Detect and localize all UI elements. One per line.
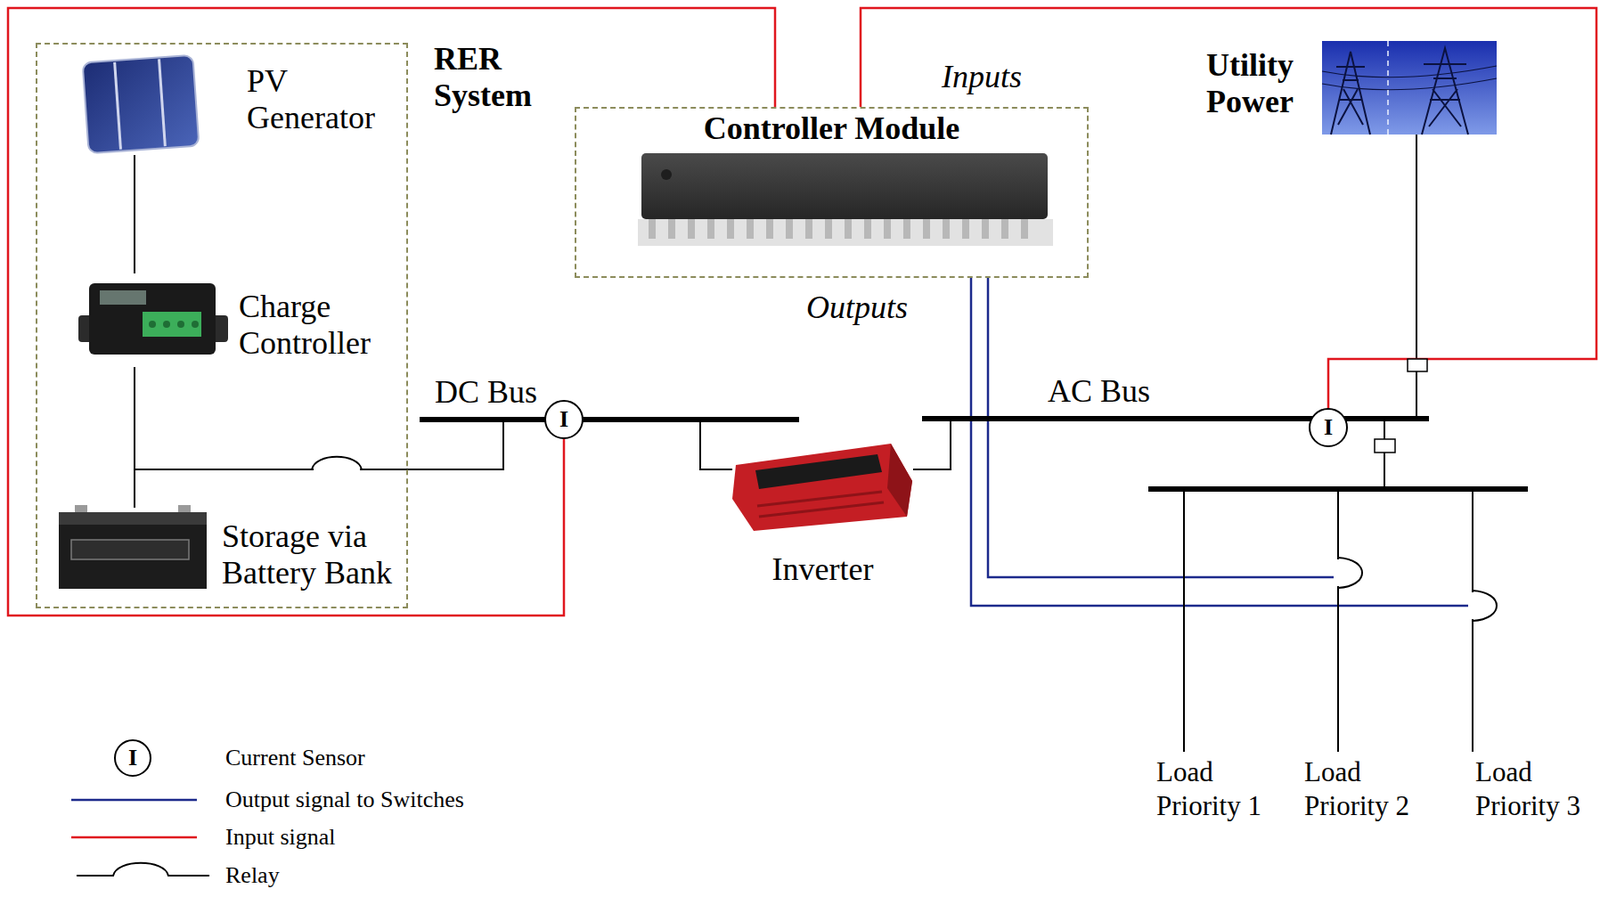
- current-sensor: I: [1308, 408, 1348, 448]
- controller-module: Controller Module: [574, 106, 1089, 278]
- legend-output-line: [71, 799, 197, 802]
- relay-symbol: [311, 457, 362, 470]
- power-line: [1415, 134, 1418, 417]
- pv-busbar: [159, 58, 166, 147]
- output-signal-wire: [971, 277, 1469, 606]
- chip-pins: [648, 217, 1041, 239]
- charge-controller: Charge Controller: [76, 273, 389, 368]
- legend-entry: Current Sensor: [225, 743, 366, 773]
- pv-cell: [82, 55, 200, 154]
- module-title: Controller Module: [576, 110, 1087, 147]
- component-label: Charge Controller: [238, 288, 392, 362]
- utility-source: Utility Power: [1206, 40, 1497, 135]
- switch-gap: [1334, 559, 1342, 587]
- battery-terminal: [74, 505, 88, 514]
- terminal-screw: [191, 320, 199, 328]
- output-signal-wire: [987, 277, 1334, 578]
- pylon: [1421, 48, 1469, 135]
- inverter-side: [887, 443, 913, 517]
- bus-label: AC Bus: [1047, 373, 1151, 410]
- legend-entry: Input signal: [225, 823, 336, 852]
- current-sensor: I: [544, 400, 584, 440]
- battery-body: [58, 524, 207, 589]
- signal-group-label: Inputs: [941, 58, 1022, 96]
- pv-cell-icon: [82, 55, 200, 154]
- load: Load Priority 2: [1295, 751, 1421, 827]
- pylon: [1330, 51, 1371, 135]
- load-line: [1384, 421, 1473, 752]
- source-label: Utility Power: [1206, 47, 1314, 121]
- relay-box: [1407, 359, 1428, 372]
- load-label: Load Priority 1: [1156, 755, 1273, 824]
- relay-gap: [313, 465, 360, 474]
- battery-lid: [58, 512, 207, 527]
- component-label: PV Generator: [246, 63, 394, 137]
- load-label: Load Priority 2: [1304, 755, 1421, 824]
- bus-label: DC Bus: [434, 374, 538, 411]
- load-line: [1183, 421, 1385, 752]
- power-line: [134, 422, 504, 508]
- switch-symbol: [1338, 557, 1363, 588]
- battery-label-strip: [71, 539, 189, 560]
- load-line: [1338, 421, 1385, 752]
- legend-sensor-text: I: [114, 740, 151, 776]
- controller-screen: [99, 290, 147, 305]
- photo-divider: [1387, 40, 1389, 135]
- charge-controller-body: [89, 283, 216, 355]
- terminal-screw: [163, 320, 171, 328]
- signal-group-label: Outputs: [806, 289, 908, 327]
- battery-terminal: [178, 505, 191, 514]
- terminal-screw: [148, 320, 156, 328]
- power-line: [700, 422, 733, 470]
- inverter-label-strip: [755, 454, 882, 490]
- legend-entry: Relay: [225, 861, 280, 890]
- sensor-symbol-text: I: [1310, 409, 1347, 446]
- battery-bank: Storage via Battery Bank: [56, 507, 404, 597]
- ac-bus-bar: AC Bus: [922, 416, 1429, 422]
- group-heading: RER System: [433, 40, 550, 115]
- sensor-symbol-text: I: [546, 401, 582, 438]
- microcontroller-chip: [641, 153, 1048, 220]
- legend-relay-symbol: [76, 863, 210, 876]
- legend-input-line: [71, 836, 197, 840]
- switch-gap: [1469, 592, 1477, 620]
- terminal-block: [142, 311, 202, 337]
- inverter-body: [732, 443, 913, 531]
- legend-sensor-symbol: [114, 740, 151, 776]
- load-label: Load Priority 3: [1475, 755, 1592, 824]
- component-label: Inverter: [732, 551, 914, 588]
- inverter-fin: [759, 502, 884, 517]
- system-boundary: RER SystemPV GeneratorCharge ControllerS…: [35, 42, 409, 609]
- chip-notch: [661, 169, 672, 180]
- legend-entry: Output signal to Switches: [225, 785, 465, 815]
- pv-generator: PV Generator: [79, 53, 387, 156]
- utility-photo: [1322, 40, 1497, 135]
- power-wires: [1322, 65, 1497, 90]
- component-label: Storage via Battery Bank: [221, 518, 405, 592]
- power-line: [133, 155, 136, 274]
- switch-symbol: [1472, 590, 1497, 621]
- terminal-screw: [177, 320, 185, 328]
- pv-busbar: [114, 62, 122, 150]
- input-signal-line: [8, 8, 776, 616]
- input-signal-line: [860, 8, 1597, 409]
- relay-box: [1374, 439, 1396, 453]
- power-line: [913, 421, 951, 470]
- inverter: Inverter: [732, 440, 914, 592]
- load: Load Priority 3: [1466, 751, 1592, 827]
- load: Load Priority 1: [1147, 751, 1273, 827]
- dc-bus-bar: DC Bus: [419, 416, 800, 423]
